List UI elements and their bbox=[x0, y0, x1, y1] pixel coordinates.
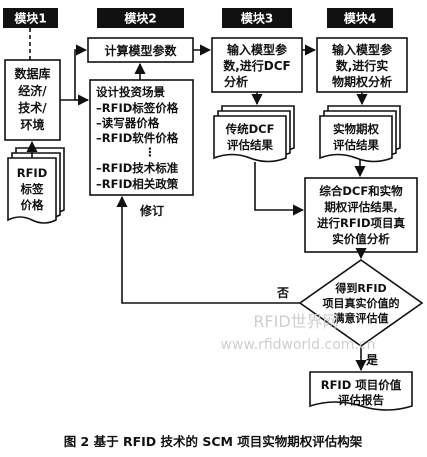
ro-input-line-2: 数,进行实 bbox=[336, 58, 389, 73]
dcf-input-line-3: 分析 bbox=[224, 74, 248, 89]
doc-line-3: 价格 bbox=[21, 198, 44, 212]
scenario-item-2: –读写器价格 bbox=[96, 116, 160, 130]
module-4-label: 模块4 bbox=[344, 11, 376, 26]
dcf-input-line-2: 数,进行DCF bbox=[223, 58, 291, 73]
module-header-3: 模块3 bbox=[222, 8, 292, 28]
ro-result-doc: 实物期权 评估结果 bbox=[319, 105, 401, 163]
calc-model-params-label: 计算模型参数 bbox=[104, 43, 177, 58]
combined-line-2: 期权评估结果, bbox=[324, 200, 397, 214]
env-database-box: 数据库 经济/ 技术/ 环境 bbox=[4, 59, 61, 141]
arrow-env-to-calc bbox=[60, 44, 88, 101]
ro-result-line-1: 实物期权 bbox=[333, 122, 379, 136]
combined-line-1: 综合DCF和实物 bbox=[319, 184, 403, 198]
scenario-item-3: –RFID软件价格 bbox=[96, 131, 179, 145]
module-2-label: 模块2 bbox=[124, 11, 156, 26]
report-line-1: RFID 项目价值 bbox=[321, 378, 402, 392]
scenario-item-5: –RFID相关政策 bbox=[96, 177, 179, 191]
scenario-ellipsis: ⋮ bbox=[144, 145, 156, 159]
watermark-url: www.rfidworld.com.cn bbox=[221, 337, 376, 353]
decision-line-2: 项目真实价值的 bbox=[323, 296, 400, 310]
evaluation-report-doc: RFID 项目价值 评估报告 bbox=[309, 371, 413, 411]
module-3-label: 模块3 bbox=[241, 11, 273, 26]
doc-line-2: 标签 bbox=[20, 182, 44, 196]
dcf-input-box: 输入模型参 数,进行DCF 分析 bbox=[211, 37, 303, 93]
combined-line-4: 实价值分析 bbox=[332, 232, 390, 246]
dcf-input-line-1: 输入模型参 bbox=[227, 42, 288, 57]
rfid-tag-price-doc: RFID 标签 价格 bbox=[7, 147, 65, 224]
env-line-4: 环境 bbox=[20, 117, 44, 132]
env-line-3: 技术/ bbox=[18, 100, 47, 115]
label-yes: 是 bbox=[365, 353, 379, 367]
figure-caption: 图 2 基于 RFID 技术的 SCM 项目实物期权评估构架 bbox=[64, 434, 363, 449]
ro-result-line-2: 评估结果 bbox=[333, 138, 379, 152]
scenario-item-1: –RFID标签价格 bbox=[96, 101, 179, 115]
arrow-no-revise bbox=[116, 195, 300, 304]
arrow-dcf-result-to-combined bbox=[254, 162, 305, 216]
dcf-result-line-2: 评估结果 bbox=[227, 138, 273, 152]
decision-diamond: 得到RFID 项目真实价值的 满意评估值 bbox=[298, 259, 424, 347]
module-header-4: 模块4 bbox=[327, 8, 393, 28]
dcf-result-doc: 传统DCF 评估结果 bbox=[213, 105, 295, 163]
decision-line-3: 满意评估值 bbox=[334, 311, 389, 325]
dcf-result-line-1: 传统DCF bbox=[225, 122, 275, 136]
label-revise: 修订 bbox=[139, 203, 164, 218]
label-no: 否 bbox=[276, 286, 289, 300]
report-line-2: 评估报告 bbox=[338, 393, 384, 407]
scenario-item-4: –RFID技术标准 bbox=[96, 161, 179, 175]
env-line-2: 经济/ bbox=[18, 83, 47, 98]
module-header-2: 模块2 bbox=[97, 8, 184, 28]
scenario-title: 设计投资场景 bbox=[96, 85, 165, 99]
module-header-1: 模块1 bbox=[3, 8, 58, 28]
combined-analysis-box: 综合DCF和实物 期权评估结果, 进行RFID项目真 实价值分析 bbox=[304, 177, 418, 253]
ro-input-line-3: 物期权分析 bbox=[332, 74, 392, 89]
calc-model-params-box: 计算模型参数 bbox=[87, 37, 194, 63]
combined-line-3: 进行RFID项目真 bbox=[317, 216, 406, 230]
module-1-label: 模块1 bbox=[14, 11, 46, 26]
env-line-1: 数据库 bbox=[14, 66, 50, 81]
real-option-input-box: 输入模型参 数,进行实 物期权分析 bbox=[316, 37, 408, 93]
investment-scenario-box: 设计投资场景 –RFID标签价格 –读写器价格 –RFID软件价格 ⋮ –RFI… bbox=[89, 79, 194, 196]
doc-line-1: RFID bbox=[17, 166, 48, 180]
ro-input-line-1: 输入模型参 bbox=[332, 42, 393, 57]
watermark-title: RFID世界网 bbox=[253, 312, 338, 331]
decision-line-1: 得到RFID bbox=[334, 281, 386, 295]
